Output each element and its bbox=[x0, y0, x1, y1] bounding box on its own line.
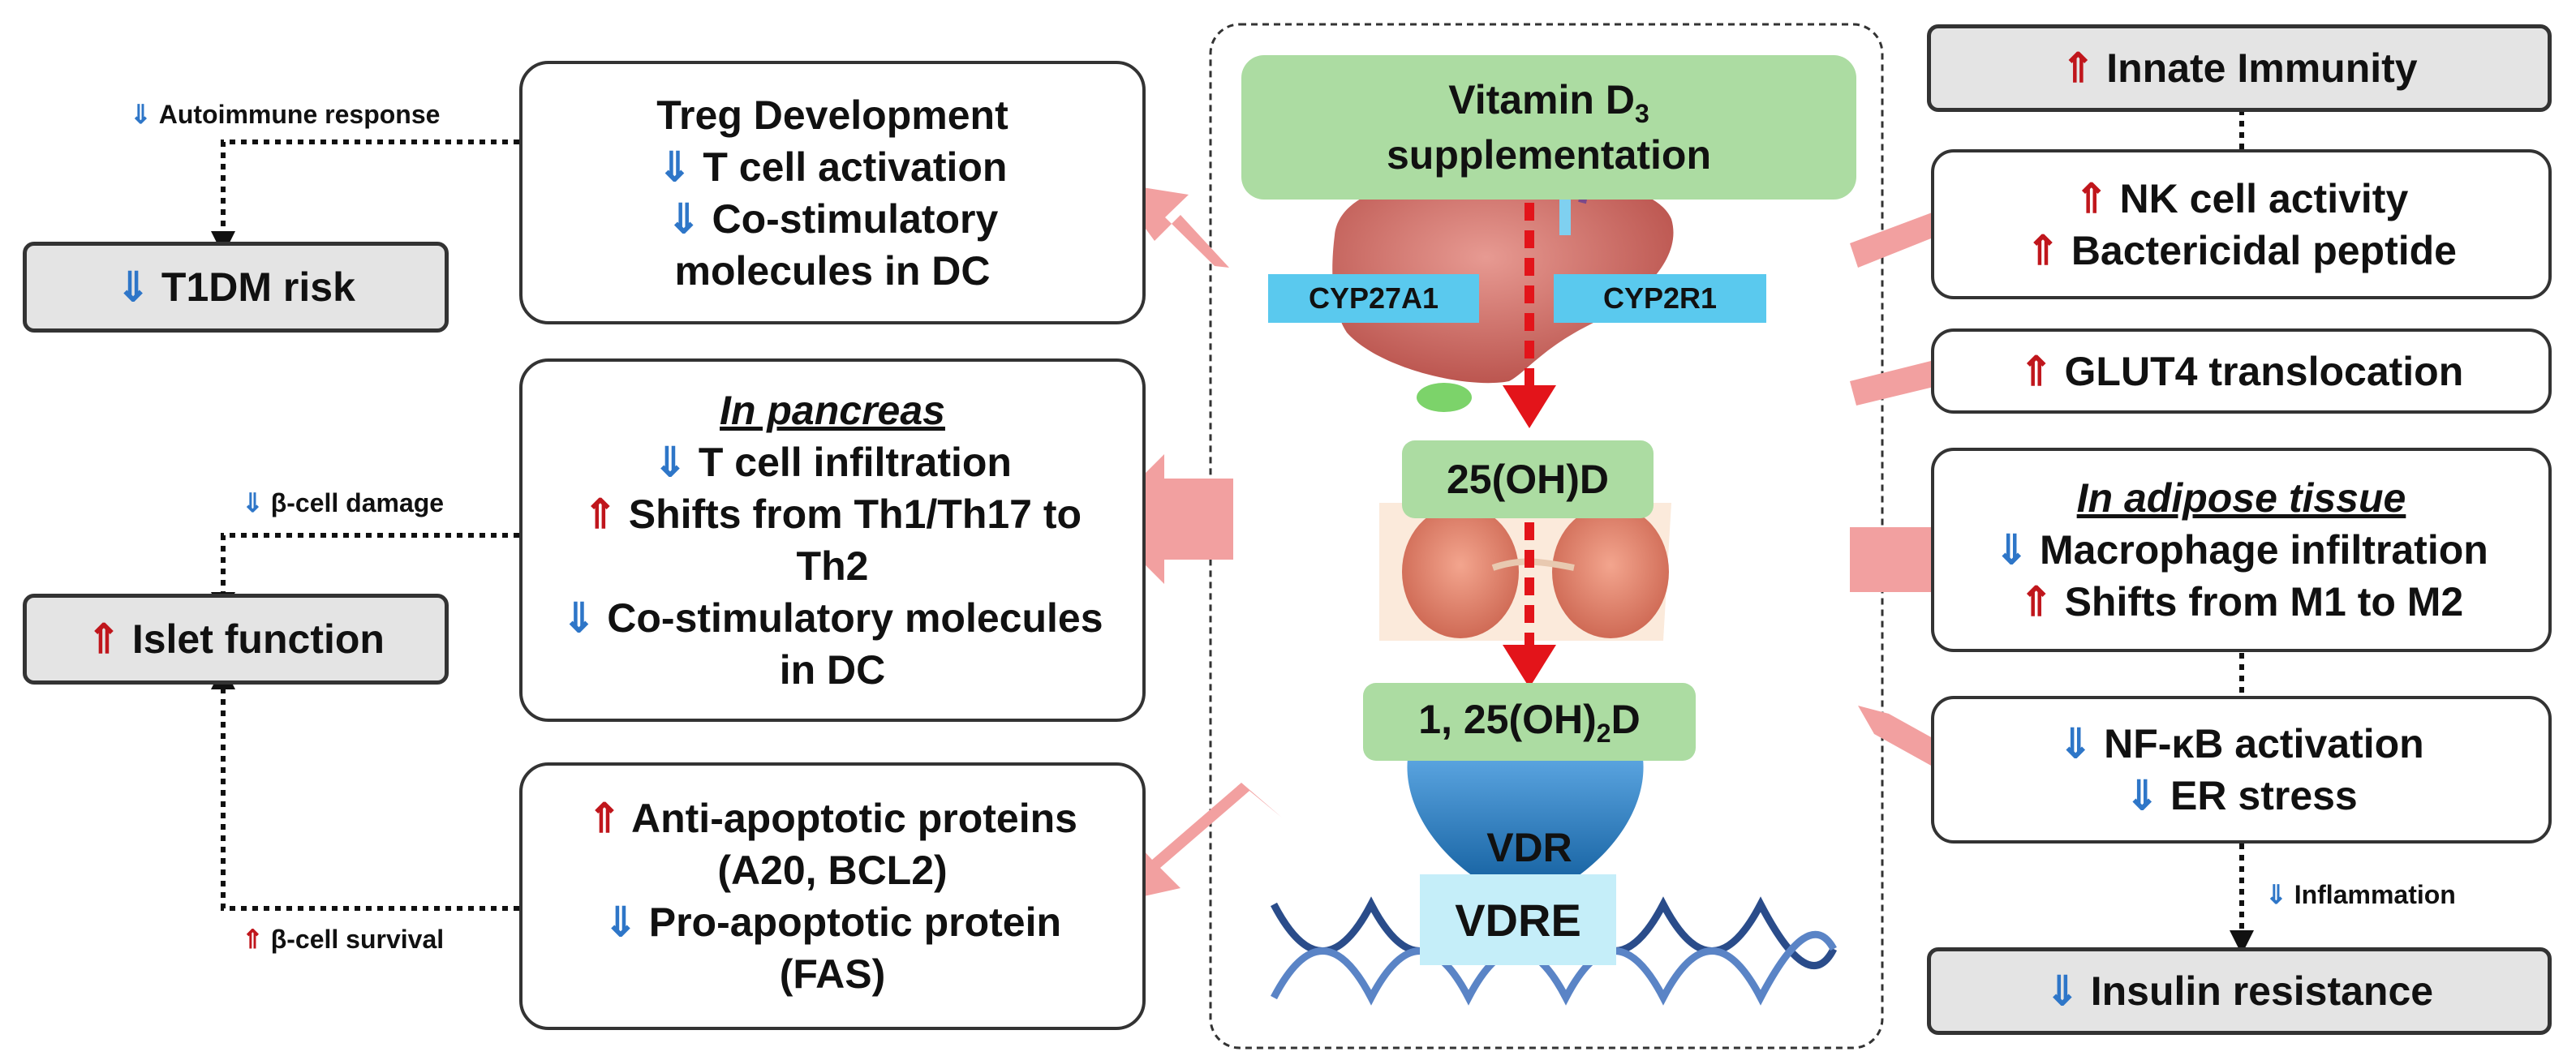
vdr-label: VDR bbox=[1486, 825, 1572, 870]
apoptosis-line-2: (A20, BCL2) bbox=[717, 848, 948, 893]
vitamin-d-subscript: 3 bbox=[1634, 98, 1649, 128]
glut4-label: GLUT4 translocation bbox=[2064, 348, 2464, 394]
insulin-resistance-box: ⇓ Insulin resistance bbox=[1927, 947, 2552, 1035]
vitamin-d3-box: Vitamin D3 supplementation bbox=[1241, 55, 1856, 200]
treg-title: Treg Development bbox=[656, 92, 1008, 138]
kidney-illustration bbox=[1379, 503, 1671, 641]
down-arrow-icon: ⇓ bbox=[603, 899, 638, 945]
pancreas-box: In pancreas ⇓ T cell infiltration ⇑ Shif… bbox=[519, 358, 1146, 722]
nk-line-2: Bactericidal peptide bbox=[2071, 227, 2457, 273]
autoimmune-label: ⇓ Autoimmune response bbox=[130, 96, 440, 133]
vdre-box: VDRE bbox=[1420, 874, 1616, 965]
down-arrow-icon: ⇓ bbox=[130, 100, 152, 129]
apoptosis-line-1: Anti-apoptotic proteins bbox=[631, 796, 1077, 841]
up-arrow-icon: ⇑ bbox=[87, 616, 121, 662]
down-arrow-icon: ⇓ bbox=[561, 595, 596, 641]
ohd125-subscript: 2 bbox=[1596, 719, 1611, 748]
pancreas-line-2: Shifts from Th1/Th17 to bbox=[628, 492, 1082, 537]
treg-line-4: molecules in DC bbox=[674, 247, 991, 294]
pancreas-line-5: in DC bbox=[779, 647, 886, 693]
arrowhead-2 bbox=[1503, 645, 1556, 688]
adipose-line-2: Shifts from M1 to M2 bbox=[2064, 579, 2464, 625]
down-arrow-icon: ⇓ bbox=[653, 440, 687, 485]
beta-damage-label: ⇓ β-cell damage bbox=[242, 484, 444, 522]
down-arrow-icon: ⇓ bbox=[666, 195, 701, 242]
pancreas-line-3: Th2 bbox=[796, 543, 869, 589]
nk-line-1: NK cell activity bbox=[2119, 175, 2409, 221]
apoptosis-line-4: (FAS) bbox=[779, 951, 886, 997]
nk-cell-box: ⇑ NK cell activity ⇑ Bactericidal peptid… bbox=[1931, 149, 2552, 299]
adipose-box: In adipose tissue ⇓ Macrophage infiltrat… bbox=[1931, 448, 2552, 652]
supplementation-label: supplementation bbox=[1386, 131, 1712, 178]
vdr-shape bbox=[1407, 758, 1644, 900]
adipose-title: In adipose tissue bbox=[2076, 475, 2406, 521]
up-arrow-icon: ⇑ bbox=[583, 492, 617, 537]
innate-immunity-box: ⇑ Innate Immunity bbox=[1927, 24, 2552, 112]
enzyme-cyp27a1: CYP27A1 bbox=[1268, 274, 1479, 323]
arrowhead-1 bbox=[1503, 385, 1556, 428]
apoptosis-line-3: Pro-apoptotic protein bbox=[648, 899, 1062, 945]
inflammation-label: ⇓ Inflammation bbox=[2265, 876, 2456, 913]
down-arrow-icon: ⇓ bbox=[1994, 527, 2029, 573]
t1dm-label: T1DM risk bbox=[161, 264, 355, 310]
beta-damage-text: β-cell damage bbox=[270, 487, 445, 517]
glut4-box: ⇑ GLUT4 translocation bbox=[1931, 328, 2552, 414]
innate-label: Innate Immunity bbox=[2106, 45, 2418, 91]
beta-survival-text: β-cell survival bbox=[270, 924, 445, 954]
ohd125-box: 1, 25(OH)2D bbox=[1363, 683, 1696, 761]
up-arrow-icon: ⇑ bbox=[242, 925, 264, 954]
up-arrow-icon: ⇑ bbox=[2061, 45, 2096, 91]
up-arrow-icon: ⇑ bbox=[2019, 348, 2053, 394]
pancreas-line-1: T cell infiltration bbox=[698, 440, 1012, 485]
inflammation-text: Inflammation bbox=[2294, 879, 2456, 909]
treg-development-box: Treg Development ⇓ T cell activation ⇓ C… bbox=[519, 61, 1146, 324]
down-arrow-icon: ⇓ bbox=[2125, 773, 2160, 818]
autoimmune-text: Autoimmune response bbox=[158, 99, 441, 129]
down-arrow-icon: ⇓ bbox=[242, 488, 264, 517]
up-arrow-icon: ⇑ bbox=[2074, 175, 2109, 221]
ohd125-suffix: D bbox=[1611, 697, 1641, 742]
up-arrow-icon: ⇑ bbox=[2019, 579, 2053, 625]
down-arrow-icon: ⇓ bbox=[2045, 968, 2079, 1014]
ohd25-box: 25(OH)D bbox=[1402, 440, 1654, 518]
vitamin-d-label: Vitamin D bbox=[1448, 76, 1635, 122]
down-arrow-icon: ⇓ bbox=[2058, 721, 2093, 766]
treg-line-3: Co-stimulatory bbox=[712, 195, 999, 242]
apoptosis-box: ⇑ Anti-apoptotic proteins (A20, BCL2) ⇓ … bbox=[519, 762, 1146, 1030]
t1dm-risk-box: ⇓ T1DM risk bbox=[23, 242, 449, 333]
treg-line-2: T cell activation bbox=[703, 144, 1008, 190]
islet-function-box: ⇑ Islet function bbox=[23, 594, 449, 685]
islet-label: Islet function bbox=[131, 616, 385, 662]
up-arrow-icon: ⇑ bbox=[2026, 227, 2060, 273]
insulin-label: Insulin resistance bbox=[2090, 968, 2434, 1014]
down-arrow-icon: ⇓ bbox=[2265, 880, 2287, 909]
beta-survival-label: ⇑ β-cell survival bbox=[242, 921, 444, 958]
nfkb-box: ⇓ NF-κB activation ⇓ ER stress bbox=[1931, 696, 2552, 844]
ohd125-prefix: 1, 25(OH) bbox=[1418, 697, 1597, 742]
enzyme-cyp2r1: CYP2R1 bbox=[1554, 274, 1766, 323]
pancreas-line-4: Co-stimulatory molecules bbox=[607, 595, 1103, 641]
down-arrow-icon: ⇓ bbox=[657, 144, 692, 190]
adipose-line-1: Macrophage infiltration bbox=[2040, 527, 2488, 573]
up-arrow-icon: ⇑ bbox=[587, 796, 621, 841]
pancreas-title: In pancreas bbox=[720, 388, 945, 433]
nfkb-line-2: ER stress bbox=[2170, 773, 2358, 818]
down-arrow-icon: ⇓ bbox=[116, 264, 151, 310]
nfkb-line-1: NF-κB activation bbox=[2104, 721, 2424, 766]
